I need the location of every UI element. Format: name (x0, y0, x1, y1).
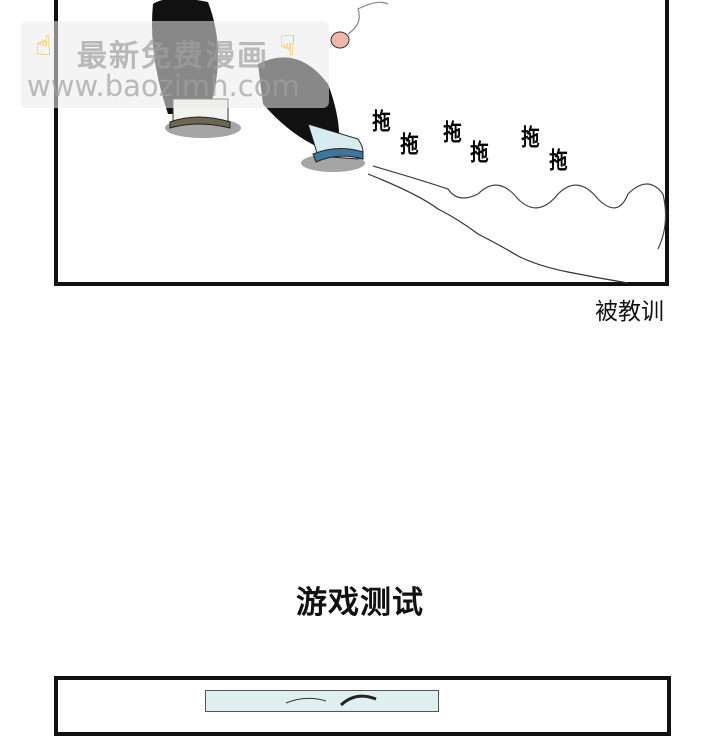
watermark-text: 最新免费漫画 (77, 39, 269, 74)
watermark-url: www.baozimh.com (27, 69, 300, 103)
sfx-drag: 拖 (400, 132, 419, 158)
watermark: ☝ 最新免费漫画 ☟ www.baozimh.com (21, 21, 329, 108)
sfx-drag: 拖 (443, 120, 462, 146)
sfx-drag: 拖 (470, 140, 489, 166)
sfx-drag: 拖 (549, 148, 568, 174)
pointing-hand-icon: ☟ (279, 29, 297, 62)
inset-art (285, 694, 377, 707)
panel-caption: 被教训 (595, 299, 664, 325)
sfx-drag: 拖 (521, 125, 540, 151)
sfx-drag: 拖 (372, 109, 391, 135)
section-title: 游戏测试 (296, 585, 424, 621)
pointing-hand-icon: ☝ (35, 29, 53, 62)
inset-illustration (205, 690, 439, 712)
